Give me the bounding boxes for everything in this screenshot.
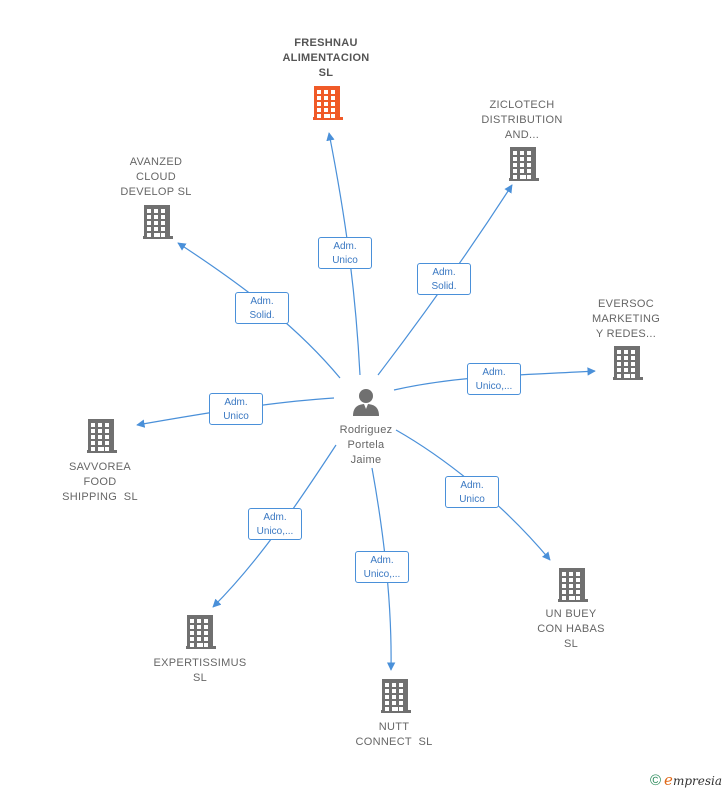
- company-label-savvorea[interactable]: SAVVOREA FOOD SHIPPING SL: [45, 460, 155, 505]
- edge-label-expertissimus[interactable]: Adm. Unico,...: [248, 508, 302, 540]
- company-label-ziclotech[interactable]: ZICLOTECH DISTRIBUTION AND...: [467, 98, 577, 143]
- company-label-freshnau[interactable]: FRESHNAU ALIMENTACION SL: [266, 36, 386, 81]
- person-label-line: Rodriguez: [339, 424, 393, 436]
- company-label-line: FOOD: [83, 476, 117, 488]
- company-label-line: CLOUD: [135, 171, 176, 183]
- copyright-footer: ©empresia: [650, 771, 722, 789]
- edge-label-line: Unico: [332, 255, 358, 266]
- edge-label-line: Adm.: [482, 367, 506, 378]
- person-icon[interactable]: [351, 387, 381, 422]
- edge-label-line: Solid.: [249, 310, 275, 321]
- company-label-line: SAVVOREA: [68, 461, 132, 473]
- company-label-line: ZICLOTECH: [489, 99, 555, 111]
- edge-label-freshnau[interactable]: Adm. Unico: [318, 237, 372, 269]
- company-label-line: MARKETING: [591, 313, 661, 325]
- company-label-line: SL: [318, 67, 334, 79]
- edge-label-line: Adm.: [263, 512, 287, 523]
- edge-label-line: Adm.: [460, 480, 484, 491]
- company-label-line: CONNECT SL: [355, 736, 433, 748]
- edge-label-line: Unico,...: [475, 381, 513, 392]
- company-label-avanzed[interactable]: AVANZED CLOUD DEVELOP SL: [101, 155, 211, 200]
- building-icon[interactable]: [313, 86, 343, 125]
- company-label-line: ALIMENTACION: [282, 52, 370, 64]
- company-label-line: CON HABAS: [537, 623, 605, 635]
- edge-label-line: Adm.: [224, 397, 248, 408]
- edge-label-nutt[interactable]: Adm. Unico,...: [355, 551, 409, 583]
- edge-label-unbuey[interactable]: Adm. Unico: [445, 476, 499, 508]
- company-label-line: EVERSOC: [598, 298, 654, 310]
- edge-label-line: Unico: [459, 494, 485, 505]
- company-label-line: SL: [563, 638, 579, 650]
- building-icon[interactable]: [509, 147, 539, 186]
- edge-label-line: Adm.: [370, 555, 394, 566]
- company-label-nutt[interactable]: NUTT CONNECT SL: [339, 720, 449, 750]
- company-label-line: AND...: [504, 129, 540, 141]
- edge-label-line: Adm.: [250, 296, 274, 307]
- building-icon[interactable]: [87, 419, 117, 458]
- company-label-line: AVANZED: [129, 156, 183, 168]
- empresia-logo-text: mpresia: [672, 774, 722, 788]
- company-label-line: NUTT: [378, 721, 410, 733]
- company-label-unbuey[interactable]: UN BUEY CON HABAS SL: [516, 607, 626, 652]
- company-label-line: UN BUEY: [545, 608, 597, 620]
- building-icon[interactable]: [558, 568, 588, 607]
- edge-label-avanzed[interactable]: Adm. Solid.: [235, 292, 289, 324]
- building-icon[interactable]: [381, 679, 411, 718]
- company-label-line: SHIPPING SL: [62, 491, 138, 503]
- edge-label-ziclotech[interactable]: Adm. Solid.: [417, 263, 471, 295]
- company-label-expertissimus[interactable]: EXPERTISSIMUS SL: [140, 656, 260, 686]
- building-icon[interactable]: [143, 205, 173, 244]
- company-label-line: SL: [192, 672, 208, 684]
- empresia-logo-initial: e: [664, 771, 673, 789]
- company-label-line: EXPERTISSIMUS: [153, 657, 247, 669]
- edge-label-eversoc[interactable]: Adm. Unico,...: [467, 363, 521, 395]
- edge-label-line: Unico,...: [256, 526, 294, 537]
- edge-label-line: Unico,...: [363, 569, 401, 580]
- building-icon[interactable]: [613, 346, 643, 385]
- company-label-line: DISTRIBUTION: [481, 114, 563, 126]
- company-label-line: DEVELOP SL: [120, 186, 192, 198]
- edge-label-savvorea[interactable]: Adm. Unico: [209, 393, 263, 425]
- edge-label-line: Adm.: [432, 267, 456, 278]
- copyright-icon: ©: [649, 772, 662, 789]
- company-label-line: FRESHNAU: [294, 37, 358, 49]
- edge-label-line: Unico: [223, 411, 249, 422]
- building-icon[interactable]: [186, 615, 216, 654]
- edge-label-line: Adm.: [333, 241, 357, 252]
- edge-label-line: Solid.: [431, 281, 457, 292]
- company-label-eversoc[interactable]: EVERSOC MARKETING Y REDES...: [571, 297, 681, 342]
- person-label-line: Portela: [347, 439, 385, 451]
- person-label-line: Jaime: [350, 454, 382, 466]
- company-label-line: Y REDES...: [595, 328, 657, 340]
